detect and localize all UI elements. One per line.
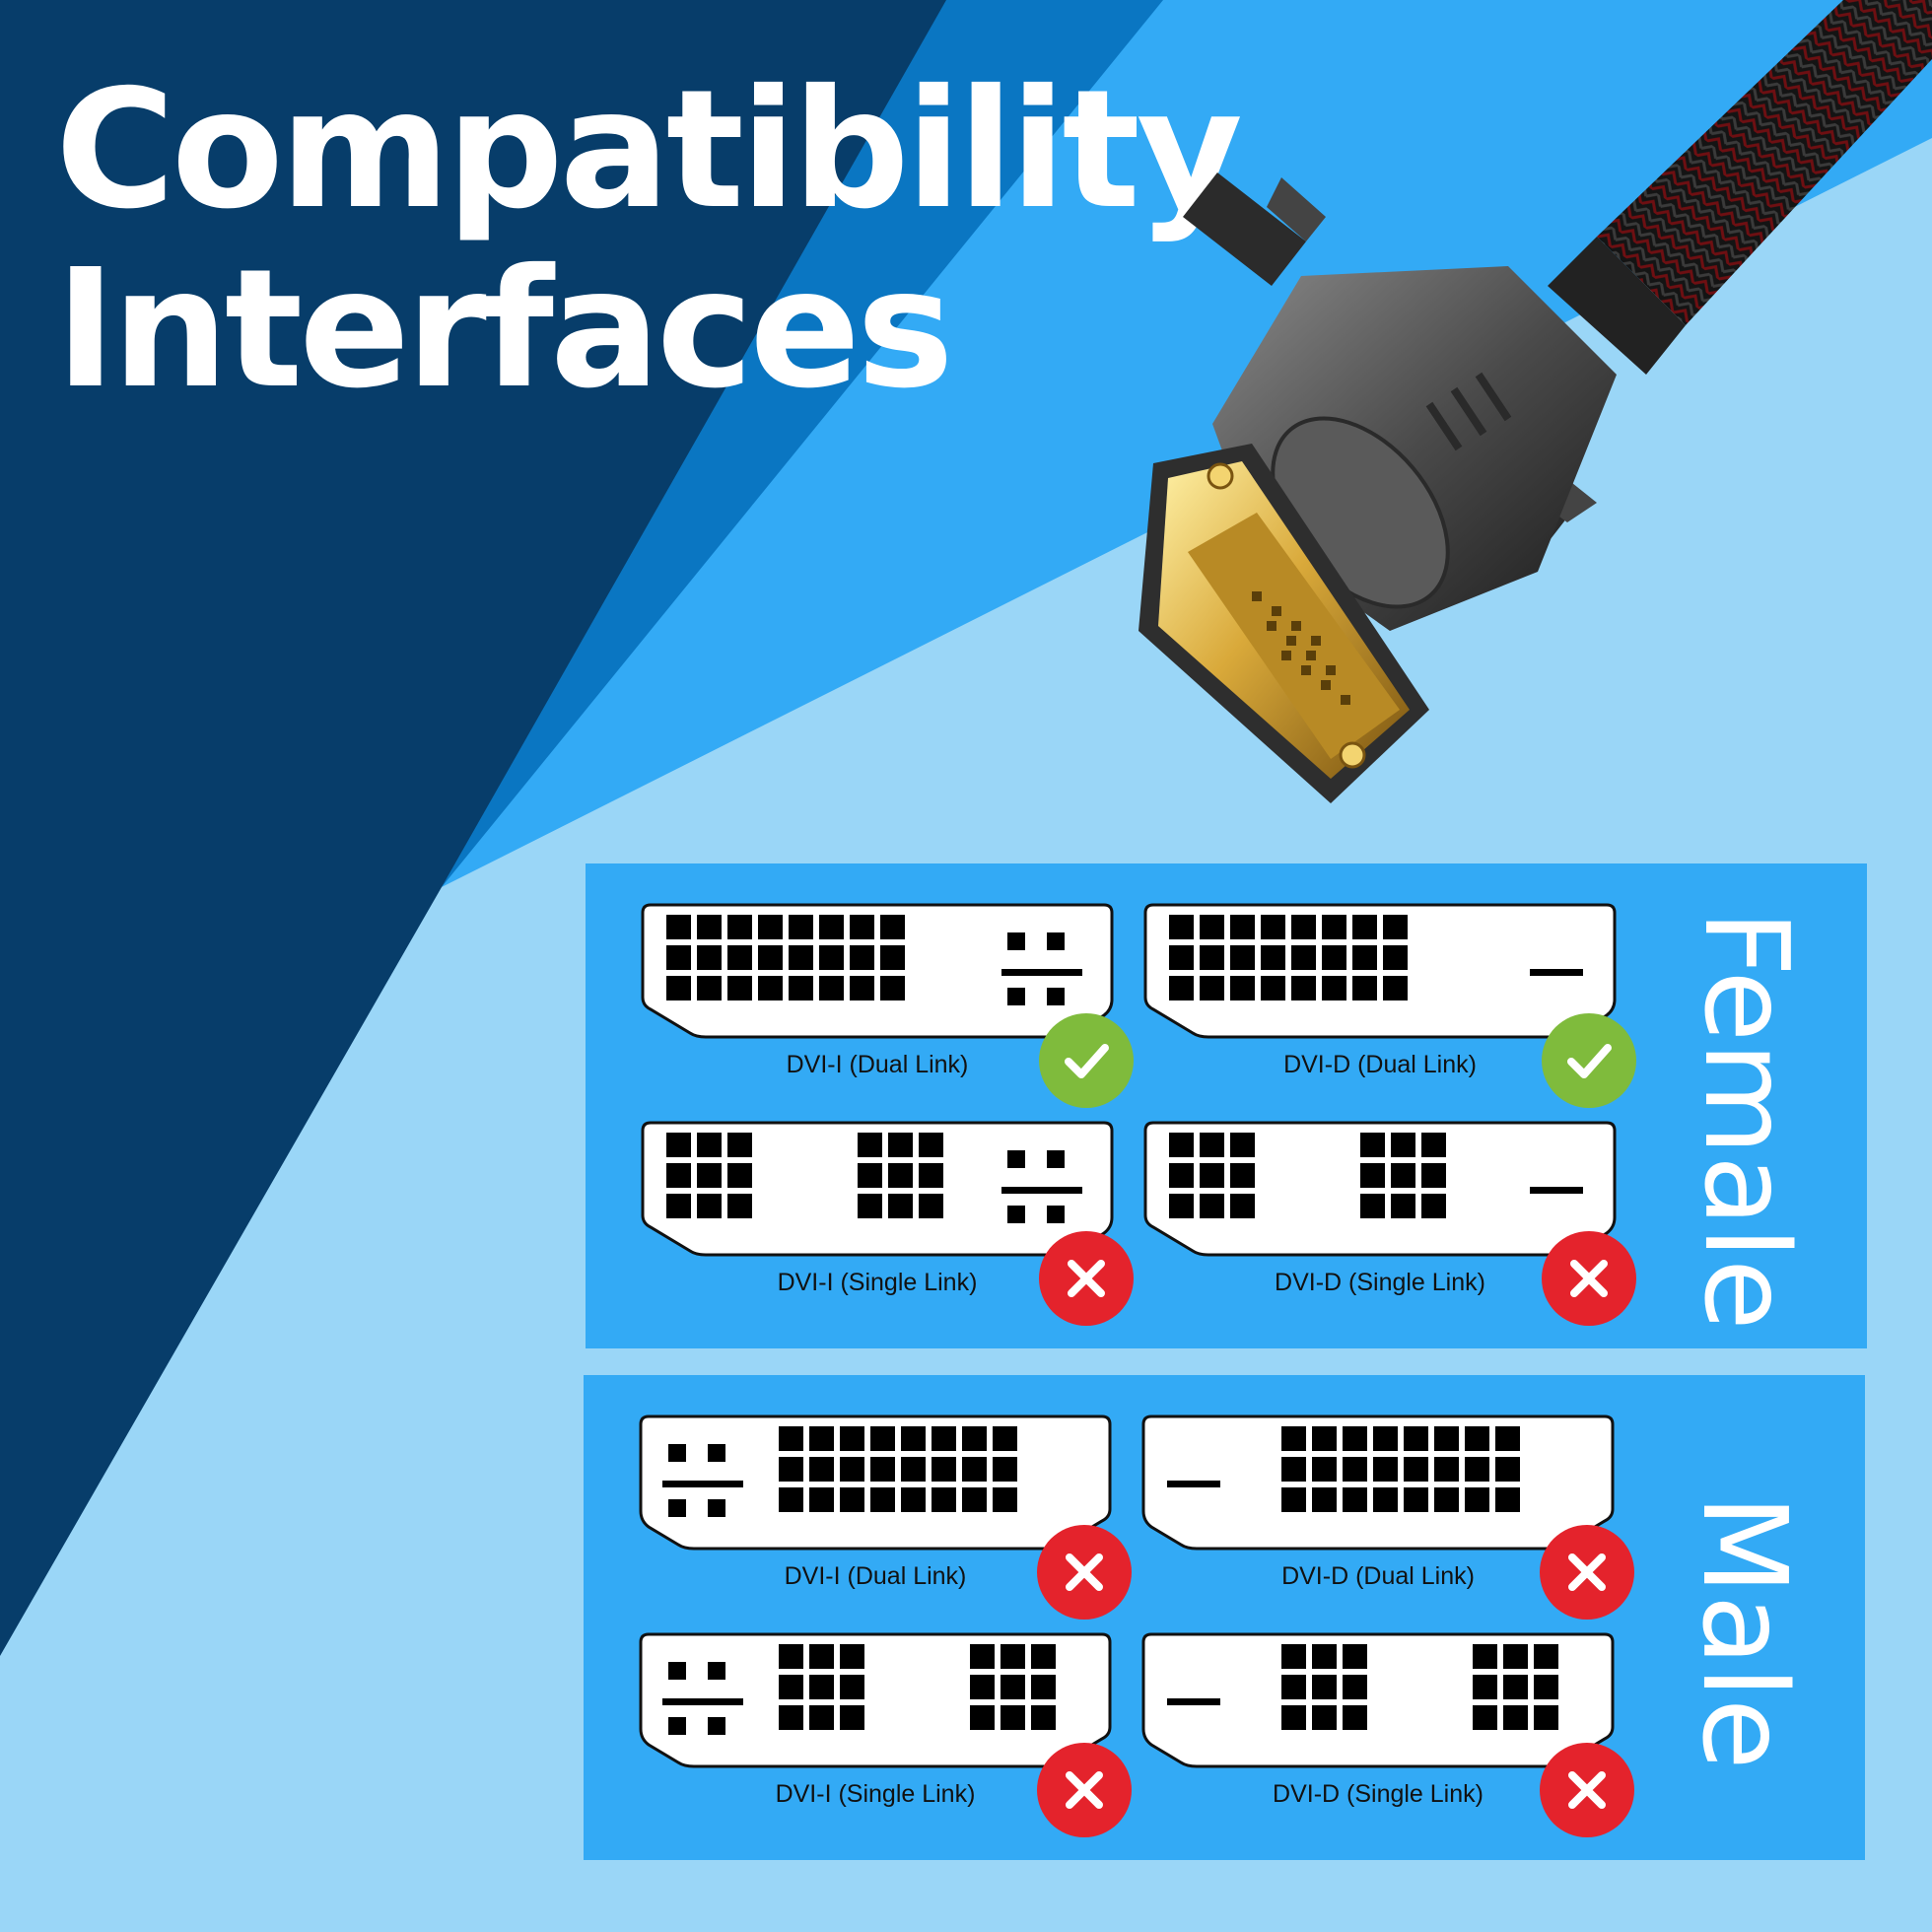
title-line-1: Compatibility [55, 55, 1243, 245]
connector-label: DVI-D (Single Link) [1275, 1269, 1485, 1296]
dvi-i-dual-male-connector-diagram [639, 1414, 1112, 1551]
female-connector-item: DVI-D (Single Link) [1143, 1121, 1636, 1333]
page-title: Compatibility Interfaces [55, 55, 1243, 425]
cross-icon [1542, 1231, 1636, 1326]
connector-label: DVI-I (Dual Link) [784, 1562, 967, 1590]
dvi-i-single-male-connector-diagram [639, 1632, 1112, 1768]
connector-label: DVI-D (Dual Link) [1281, 1562, 1475, 1590]
male-connector-item: DVI-D (Dual Link) [1141, 1414, 1634, 1626]
female-connector-item: DVI-D (Dual Link) [1143, 903, 1636, 1115]
check-icon [1542, 1013, 1636, 1108]
cross-icon [1037, 1743, 1132, 1837]
cross-icon [1540, 1525, 1634, 1620]
female-connector-item: DVI-I (Single Link) [641, 1121, 1134, 1333]
male-connector-item: DVI-I (Dual Link) [639, 1414, 1132, 1626]
cross-icon [1037, 1525, 1132, 1620]
male-label: Male [1677, 1494, 1813, 1770]
dvi-d-single-female-connector-diagram [1143, 1121, 1617, 1257]
title-line-2: Interfaces [55, 235, 954, 425]
check-icon [1039, 1013, 1134, 1108]
female-connector-item: DVI-I (Dual Link) [641, 903, 1134, 1115]
dvi-d-dual-female-connector-diagram [1143, 903, 1617, 1039]
dvi-d-single-male-connector-diagram [1141, 1632, 1615, 1768]
connector-label: DVI-I (Single Link) [777, 1269, 978, 1296]
dvi-cable-connector-image [1138, 0, 1932, 803]
female-panel: Female DVI-I (Dual Link) DVI-D (Dual Link… [586, 863, 1867, 1348]
connector-label: DVI-I (Dual Link) [786, 1051, 969, 1078]
dvi-i-single-female-connector-diagram [641, 1121, 1114, 1257]
dvi-d-dual-male-connector-diagram [1141, 1414, 1615, 1551]
male-connector-item: DVI-I (Single Link) [639, 1632, 1132, 1844]
dvi-i-dual-female-connector-diagram [641, 903, 1114, 1039]
male-connector-item: DVI-D (Single Link) [1141, 1632, 1634, 1844]
male-panel: Male DVI-I (Dual Link) DVI-D (Dual Link) D… [584, 1375, 1865, 1860]
connector-label: DVI-D (Dual Link) [1283, 1051, 1477, 1078]
female-label: Female [1679, 910, 1815, 1331]
connector-label: DVI-I (Single Link) [775, 1780, 976, 1808]
cross-icon [1039, 1231, 1134, 1326]
cross-icon [1540, 1743, 1634, 1837]
connector-label: DVI-D (Single Link) [1273, 1780, 1484, 1808]
